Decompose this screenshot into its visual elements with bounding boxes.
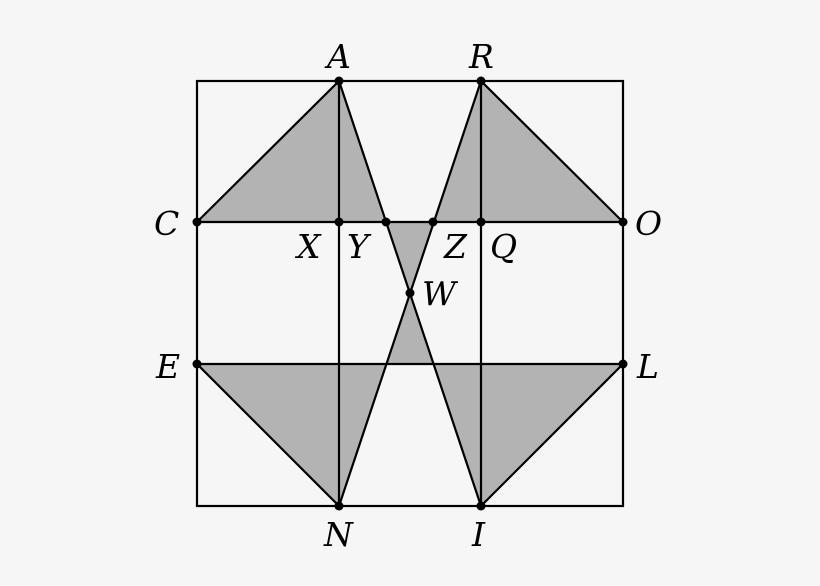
shaded-triangle-mid-low <box>387 293 433 364</box>
points <box>192 76 628 511</box>
label-q: Q <box>490 227 517 266</box>
line-li <box>479 362 625 508</box>
line-en <box>195 362 341 508</box>
point-n <box>334 501 344 511</box>
label-z: Z <box>443 227 468 266</box>
label-x: X <box>294 227 322 266</box>
label-a: A <box>324 37 351 76</box>
point-a <box>334 76 344 86</box>
line-ac <box>195 79 341 224</box>
shaded-triangle-en <box>197 364 387 506</box>
point-x <box>334 217 344 227</box>
line-ro <box>479 79 625 224</box>
label-r: R <box>468 37 494 76</box>
point-l <box>618 359 628 369</box>
shaded-triangle-acy <box>197 81 386 222</box>
point-o <box>618 217 628 227</box>
point-z <box>428 217 438 227</box>
shaded-triangle-rzo <box>433 81 623 222</box>
label-e: E <box>155 347 180 386</box>
point-q <box>476 217 486 227</box>
point-r <box>476 76 486 86</box>
label-o: O <box>635 204 662 243</box>
labels: A R C X Y Z Q O W E L N I <box>154 37 662 554</box>
label-c: C <box>154 204 179 243</box>
point-e <box>192 359 202 369</box>
shaded-triangle-yzw <box>386 222 433 293</box>
point-y <box>381 217 391 227</box>
label-i: I <box>471 515 486 554</box>
label-l: L <box>636 347 659 386</box>
label-w: W <box>422 274 459 313</box>
point-w <box>405 288 415 298</box>
outer-square <box>195 79 625 508</box>
label-n: N <box>323 515 354 554</box>
point-c <box>192 217 202 227</box>
label-y: Y <box>347 227 372 266</box>
point-i <box>476 501 486 511</box>
shaded-triangle-il <box>433 364 623 506</box>
